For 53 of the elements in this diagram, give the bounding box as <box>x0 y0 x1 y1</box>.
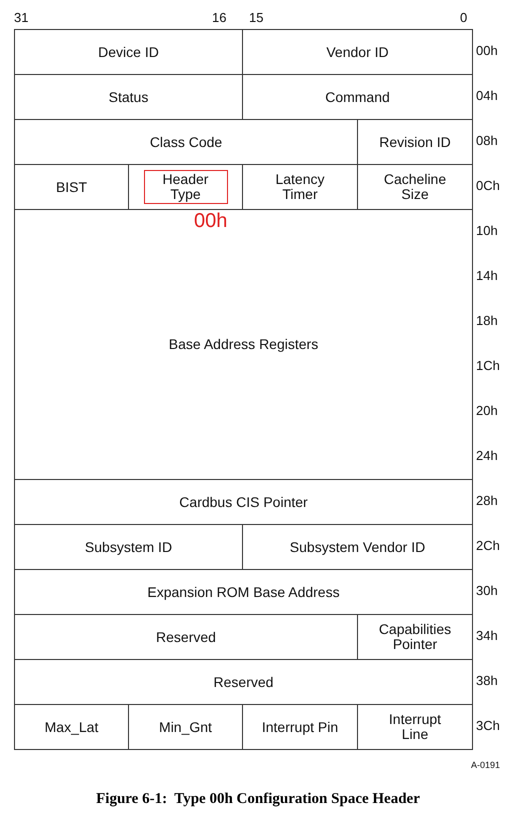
offset-label: 10h <box>476 223 498 238</box>
field-label: BIST <box>54 180 88 194</box>
bit-number: 16 <box>212 10 226 25</box>
field-label: Device ID <box>97 44 160 60</box>
register-field <box>357 704 473 750</box>
offset-label: 28h <box>476 493 498 508</box>
field-label: Subsystem ID <box>84 540 174 554</box>
value-annotation: 00h <box>194 210 228 233</box>
offset-label: 3Ch <box>476 718 500 733</box>
offset-label: 0Ch <box>476 178 500 193</box>
register-field <box>14 209 473 480</box>
field-label: Cacheline Size <box>382 172 448 202</box>
offset-label: 18h <box>476 313 498 328</box>
field-label: Cardbus CIS Pointer <box>178 494 309 510</box>
bit-number: 31 <box>14 10 28 25</box>
register-field <box>14 29 243 75</box>
offset-label: 38h <box>476 673 498 688</box>
register-field <box>14 704 129 750</box>
field-label: Interrupt Pin <box>260 720 340 734</box>
field-label: Max_Lat <box>44 720 100 734</box>
offset-label: 20h <box>476 403 498 418</box>
field-label: Revision ID <box>378 134 452 150</box>
figure-caption: Figure 6-1: Type 00h Configuration Space Header <box>95 791 421 808</box>
field-label: Reserved <box>155 630 217 644</box>
field-label: Min_Gnt <box>158 720 213 734</box>
field-label: Reserved <box>212 674 274 690</box>
field-label: Base Address Registers <box>168 337 320 352</box>
field-label: Class Code <box>148 134 224 150</box>
offset-label: 24h <box>476 448 498 463</box>
field-label: Latency Timer <box>274 172 326 202</box>
register-field <box>242 29 473 75</box>
register-field <box>14 479 473 525</box>
offset-label: 04h <box>476 88 498 103</box>
field-label: Status <box>108 90 150 104</box>
bit-number: 15 <box>249 10 264 25</box>
offset-label: 30h <box>476 583 498 598</box>
field-label: Vendor ID <box>325 44 390 60</box>
field-label: Command <box>324 90 391 104</box>
offset-label: 1Ch <box>476 358 500 373</box>
offset-label: 2Ch <box>476 538 500 553</box>
field-label: Subsystem Vendor ID <box>288 540 426 554</box>
offset-label: 08h <box>476 133 498 148</box>
bit-number: 0 <box>460 10 468 25</box>
figure-code: A-0191 <box>471 760 500 770</box>
field-label: Expansion ROM Base Address <box>146 584 341 600</box>
highlighted-field-label: Header Type <box>144 170 228 204</box>
register-field <box>14 659 473 705</box>
field-label: Interrupt Line <box>388 712 442 742</box>
field-label: Capabilities Pointer <box>378 622 452 652</box>
offset-label: 34h <box>476 628 498 643</box>
register-field <box>14 569 473 615</box>
offset-label: 14h <box>476 268 498 283</box>
offset-label: 00h <box>476 43 498 58</box>
